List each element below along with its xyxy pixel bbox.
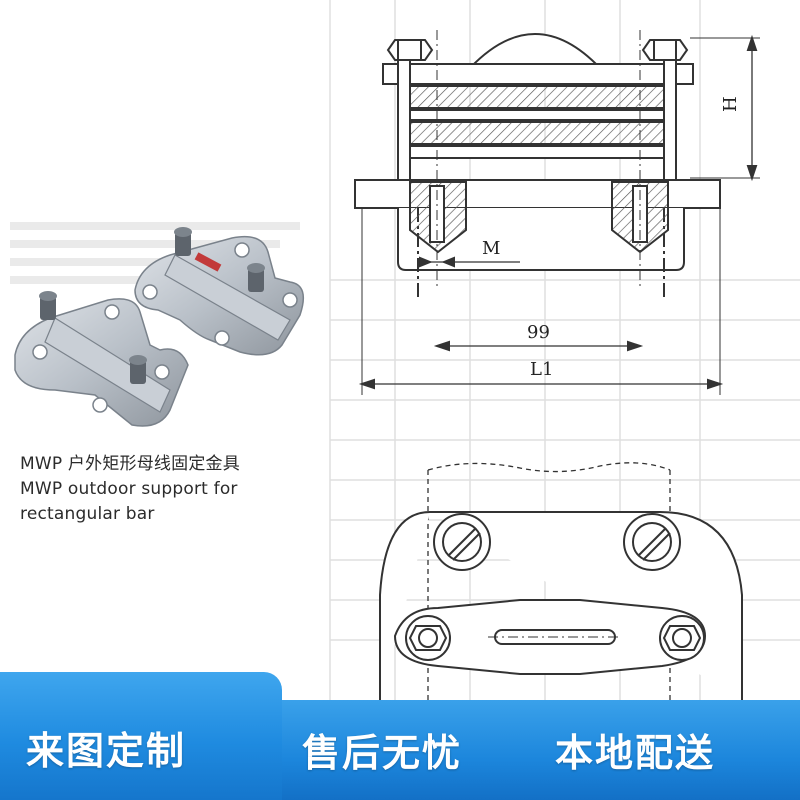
caption-line-english-2: rectangular bar [20,504,155,524]
fitting-photo-left [14,291,189,427]
service-banner-strip [282,700,800,800]
dimension-99-label: 99 [527,322,550,343]
fitting-photo-right [134,227,305,356]
custom-drawing-label: 来图定制 [26,729,187,773]
caption-line-chinese: MWP 户外矩形母线固定金具 [20,454,240,474]
caption-line-english-1: MWP outdoor support for [20,479,238,499]
dimension-h-label: H [720,96,741,112]
after-sales-label: 售后无忧 [302,731,463,775]
product-caption: MWP 户外矩形母线固定金具 MWP outdoor support for r… [20,452,310,527]
dimension-m-label: M [482,238,500,259]
drawing-dimension-labels: H M 99 L1 [482,96,741,380]
custom-banner-tab [0,672,282,800]
local-delivery-label: 本地配送 [555,731,716,775]
side-elevation-drawing [354,30,760,395]
dimension-l1-label: L1 [530,359,553,380]
plan-view-drawing [379,462,743,700]
